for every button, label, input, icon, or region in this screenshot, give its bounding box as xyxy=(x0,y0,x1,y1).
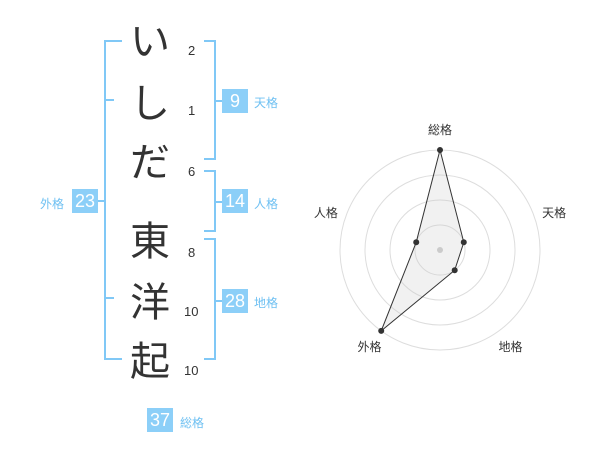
tenkaku-value-badge: 9 xyxy=(222,89,248,113)
surname-stroke-2: 1 xyxy=(188,103,196,118)
bracket-connector xyxy=(216,300,222,302)
radar-axis-label-4: 人格 xyxy=(314,205,338,220)
given-stroke-3: 10 xyxy=(184,363,199,378)
radar-axis-label-1: 天格 xyxy=(542,205,566,220)
radar-point-1 xyxy=(460,239,467,246)
given-char-2: 洋 xyxy=(130,280,170,326)
jinkaku-bracket xyxy=(204,170,216,232)
bracket-tick xyxy=(104,99,114,101)
radar-axis-label-2: 地格 xyxy=(498,339,522,354)
chikaku-value-badge: 28 xyxy=(222,289,248,313)
given-char-1: 東 xyxy=(130,219,170,265)
radar-polygon xyxy=(380,149,465,332)
surname-char-1: い xyxy=(130,19,170,65)
surname-char-2: し xyxy=(130,81,170,127)
gaikaku-bracket xyxy=(104,40,122,360)
chikaku-label: 地格 xyxy=(254,296,279,310)
soukaku-value-badge: 37 xyxy=(147,408,173,432)
jinkaku-label: 人格 xyxy=(254,197,279,211)
radar-axis-label-0: 総格 xyxy=(428,122,452,137)
radar-center xyxy=(437,247,443,253)
bracket-connector xyxy=(216,100,222,102)
radar-point-2 xyxy=(451,267,458,274)
radar-ring xyxy=(414,224,466,276)
given-stroke-2: 10 xyxy=(184,304,199,319)
tenkaku-bracket xyxy=(204,40,216,160)
gaikaku-value-badge: 23 xyxy=(72,189,98,213)
bracket-connector xyxy=(94,200,104,202)
surname-stroke-3: 6 xyxy=(188,164,196,179)
chikaku-bracket xyxy=(204,238,216,360)
soukaku-label: 総格 xyxy=(180,416,205,430)
bracket-tick xyxy=(104,297,114,299)
given-stroke-1: 8 xyxy=(188,245,196,260)
surname-char-3: だ xyxy=(130,140,170,186)
radar-ring xyxy=(364,174,516,326)
radar-point-4 xyxy=(413,239,420,246)
radar-axis-label-3: 外格 xyxy=(357,339,381,354)
radar-ring xyxy=(389,199,491,301)
radar-shape xyxy=(378,147,467,334)
bracket-connector xyxy=(216,201,222,203)
jinkaku-value-badge: 14 xyxy=(222,189,248,213)
tenkaku-label: 天格 xyxy=(254,96,279,110)
given-char-3: 起 xyxy=(130,339,170,385)
gaikaku-label: 外格 xyxy=(40,197,65,211)
radar-point-0 xyxy=(437,147,443,153)
radar-point-3 xyxy=(378,327,385,334)
surname-stroke-1: 2 xyxy=(188,43,196,58)
